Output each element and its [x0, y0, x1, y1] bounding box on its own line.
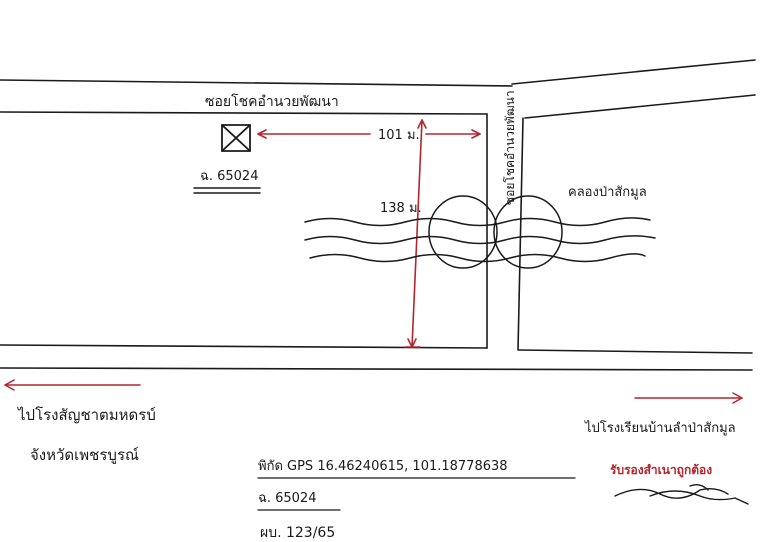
- lot-id-underline: [193, 187, 261, 194]
- certified-stamp: รับรองสำเนาถูกต้อง: [610, 463, 712, 478]
- horizontal-distance-arrow: [257, 129, 481, 139]
- left-direction-label-2: จังหวัดเพชรบูรณ์: [30, 446, 139, 464]
- vertical-distance-arrow: [404, 119, 427, 348]
- lot-id-bottom-label: ฉ. 65024: [258, 491, 316, 506]
- bridge-loops: [428, 195, 563, 269]
- signature-scribble: [614, 483, 749, 505]
- left-direction-label-1: ไปโรงสัญชาตมหดรบ์: [17, 406, 156, 424]
- vertical-distance-label: 138 ม.: [380, 201, 422, 216]
- vertical-soi-label: ซอยโชคอำนวยพัฒนา: [503, 90, 517, 205]
- main-road: [0, 344, 753, 371]
- left-direction-arrow: [4, 379, 141, 391]
- right-direction-arrow: [634, 392, 743, 404]
- lot-id-label: ฉ. 65024: [200, 169, 258, 184]
- canal-waves: [304, 217, 656, 263]
- crossed-box-icon: [221, 124, 251, 152]
- gps-label: พิกัด GPS 16.46240615, 101.18778638: [258, 459, 508, 474]
- soi-name-label: ซอยโชคอำนวยพัฒนา: [205, 93, 339, 110]
- doc-number-label: ผบ. 123/65: [260, 525, 335, 541]
- right-direction-label: ไปโรงเรียนบ้านลำป่าสักมูล: [584, 420, 736, 436]
- horizontal-distance-label: 101 ม.: [378, 128, 420, 143]
- vertical-soi: [486, 113, 524, 351]
- soi-road: [0, 59, 756, 119]
- canal-name-label: คลองป่าสักมูล: [568, 185, 647, 200]
